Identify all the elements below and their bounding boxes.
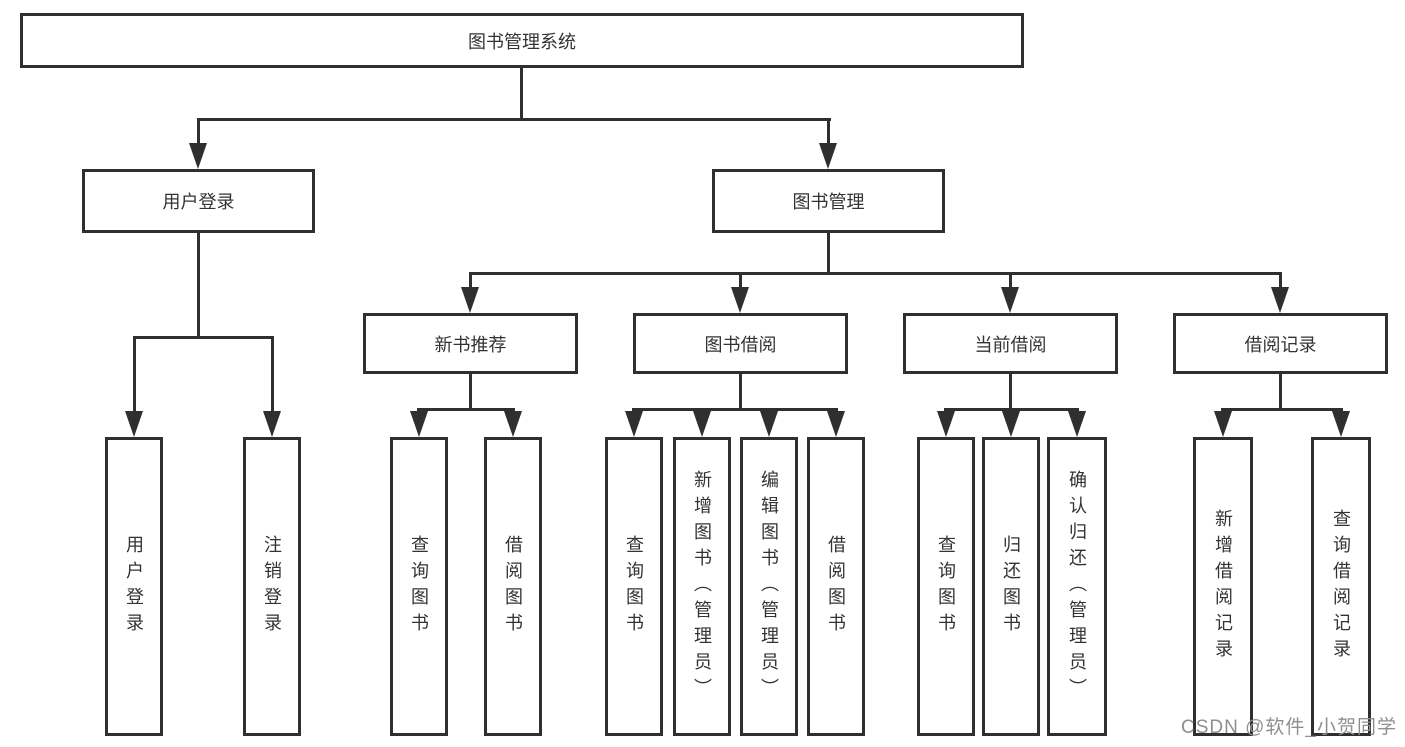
- arrow-to-borrow-leaf-2: [693, 411, 711, 437]
- leaf-recommend-borrow-books-label: 借阅图书: [503, 534, 523, 639]
- node-book-borrow: 图书借阅: [633, 313, 848, 374]
- arrow-to-logout-leaf: [263, 411, 281, 437]
- leaf-borrow-add-books-admin: 新增图书（管理员）: [673, 437, 731, 736]
- leaf-borrow-borrow-books: 借阅图书: [807, 437, 865, 736]
- connector-recommend-drop: [469, 374, 472, 411]
- connector-root-drop: [520, 68, 523, 118]
- connector-drop-logout-leaf: [271, 336, 274, 414]
- leaf-user-login: 用户登录: [105, 437, 163, 736]
- connector-current-drop: [1009, 374, 1012, 411]
- watermark: CSDN @软件_小贺同学: [1181, 717, 1397, 738]
- connector-level2-bar: [197, 118, 831, 121]
- connector-book-mgmt-drop: [827, 233, 830, 272]
- connector-drop-login-leaf: [133, 336, 136, 414]
- arrow-to-borrow-leaf-3: [760, 411, 778, 437]
- node-new-book-recommend-label: 新书推荐: [434, 334, 507, 355]
- arrow-to-records: [1271, 287, 1289, 313]
- node-user-login: 用户登录: [82, 169, 315, 233]
- connector-current-bar: [944, 408, 1079, 411]
- leaf-borrow-query-books: 查询图书: [605, 437, 663, 736]
- leaf-logout: 注销登录: [243, 437, 301, 736]
- leaf-current-confirm-return-admin-label: 确认归还（管理员）: [1067, 469, 1087, 704]
- leaf-borrow-edit-books-admin-label: 编辑图书（管理员）: [759, 469, 779, 704]
- arrow-to-current-leaf-1: [937, 411, 955, 437]
- connector-records-bar: [1221, 408, 1343, 411]
- node-borrow-records-label: 借阅记录: [1244, 334, 1317, 355]
- arrow-to-current-leaf-3: [1068, 411, 1086, 437]
- node-borrow-records: 借阅记录: [1173, 313, 1388, 374]
- leaf-current-confirm-return-admin: 确认归还（管理员）: [1047, 437, 1107, 736]
- connector-user-login-drop: [197, 233, 200, 336]
- arrow-to-borrow: [731, 287, 749, 313]
- arrow-to-borrow-leaf-4: [827, 411, 845, 437]
- node-library-system-label: 图书管理系统: [468, 31, 576, 52]
- leaf-borrow-add-books-admin-label: 新增图书（管理员）: [692, 469, 712, 704]
- connector-drop-book-mgmt: [827, 118, 830, 146]
- connector-drop-borrow: [739, 272, 742, 290]
- leaf-records-query-record-label: 查询借阅记录: [1331, 508, 1351, 665]
- leaf-current-return-books-label: 归还图书: [1001, 534, 1021, 639]
- arrow-to-current: [1001, 287, 1019, 313]
- node-current-borrow: 当前借阅: [903, 313, 1118, 374]
- leaf-borrow-borrow-books-label: 借阅图书: [826, 534, 846, 639]
- node-book-borrow-label: 图书借阅: [704, 334, 777, 355]
- connector-borrow-drop: [739, 374, 742, 411]
- connector-drop-user-login: [197, 118, 200, 146]
- node-new-book-recommend: 新书推荐: [363, 313, 578, 374]
- leaf-current-query-books: 查询图书: [917, 437, 975, 736]
- leaf-recommend-query-books-label: 查询图书: [409, 534, 429, 639]
- connector-drop-recommend: [469, 272, 472, 290]
- leaf-recommend-borrow-books: 借阅图书: [484, 437, 542, 736]
- arrow-to-records-leaf-2: [1332, 411, 1350, 437]
- leaf-current-query-books-label: 查询图书: [936, 534, 956, 639]
- leaf-recommend-query-books: 查询图书: [390, 437, 448, 736]
- connector-user-login-bar: [133, 336, 274, 339]
- leaf-logout-label: 注销登录: [262, 534, 282, 639]
- leaf-records-add-record-label: 新增借阅记录: [1213, 508, 1233, 665]
- arrow-to-login-leaf: [125, 411, 143, 437]
- connector-drop-current: [1009, 272, 1012, 290]
- arrow-to-recommend: [461, 287, 479, 313]
- connector-recommend-bar: [417, 408, 515, 411]
- leaf-records-add-record: 新增借阅记录: [1193, 437, 1253, 736]
- node-current-borrow-label: 当前借阅: [974, 334, 1047, 355]
- arrow-to-recommend-leaf-2: [504, 411, 522, 437]
- connector-records-drop: [1279, 374, 1282, 411]
- node-user-login-label: 用户登录: [162, 192, 235, 212]
- leaf-records-query-record: 查询借阅记录: [1311, 437, 1371, 736]
- arrow-to-book-mgmt: [819, 143, 837, 169]
- node-book-mgmt: 图书管理: [712, 169, 945, 233]
- connector-borrow-bar: [632, 408, 838, 411]
- arrow-to-records-leaf-1: [1214, 411, 1232, 437]
- connector-level3-bar: [469, 272, 1282, 275]
- leaf-borrow-query-books-label: 查询图书: [624, 534, 644, 639]
- arrow-to-user-login: [189, 143, 207, 169]
- leaf-current-return-books: 归还图书: [982, 437, 1040, 736]
- leaf-borrow-edit-books-admin: 编辑图书（管理员）: [740, 437, 798, 736]
- arrow-to-current-leaf-2: [1002, 411, 1020, 437]
- arrow-to-borrow-leaf-1: [625, 411, 643, 437]
- node-library-system: 图书管理系统: [20, 13, 1024, 68]
- node-book-mgmt-label: 图书管理: [792, 192, 865, 212]
- leaf-user-login-label: 用户登录: [124, 534, 144, 639]
- connector-drop-records: [1279, 272, 1282, 290]
- arrow-to-recommend-leaf-1: [410, 411, 428, 437]
